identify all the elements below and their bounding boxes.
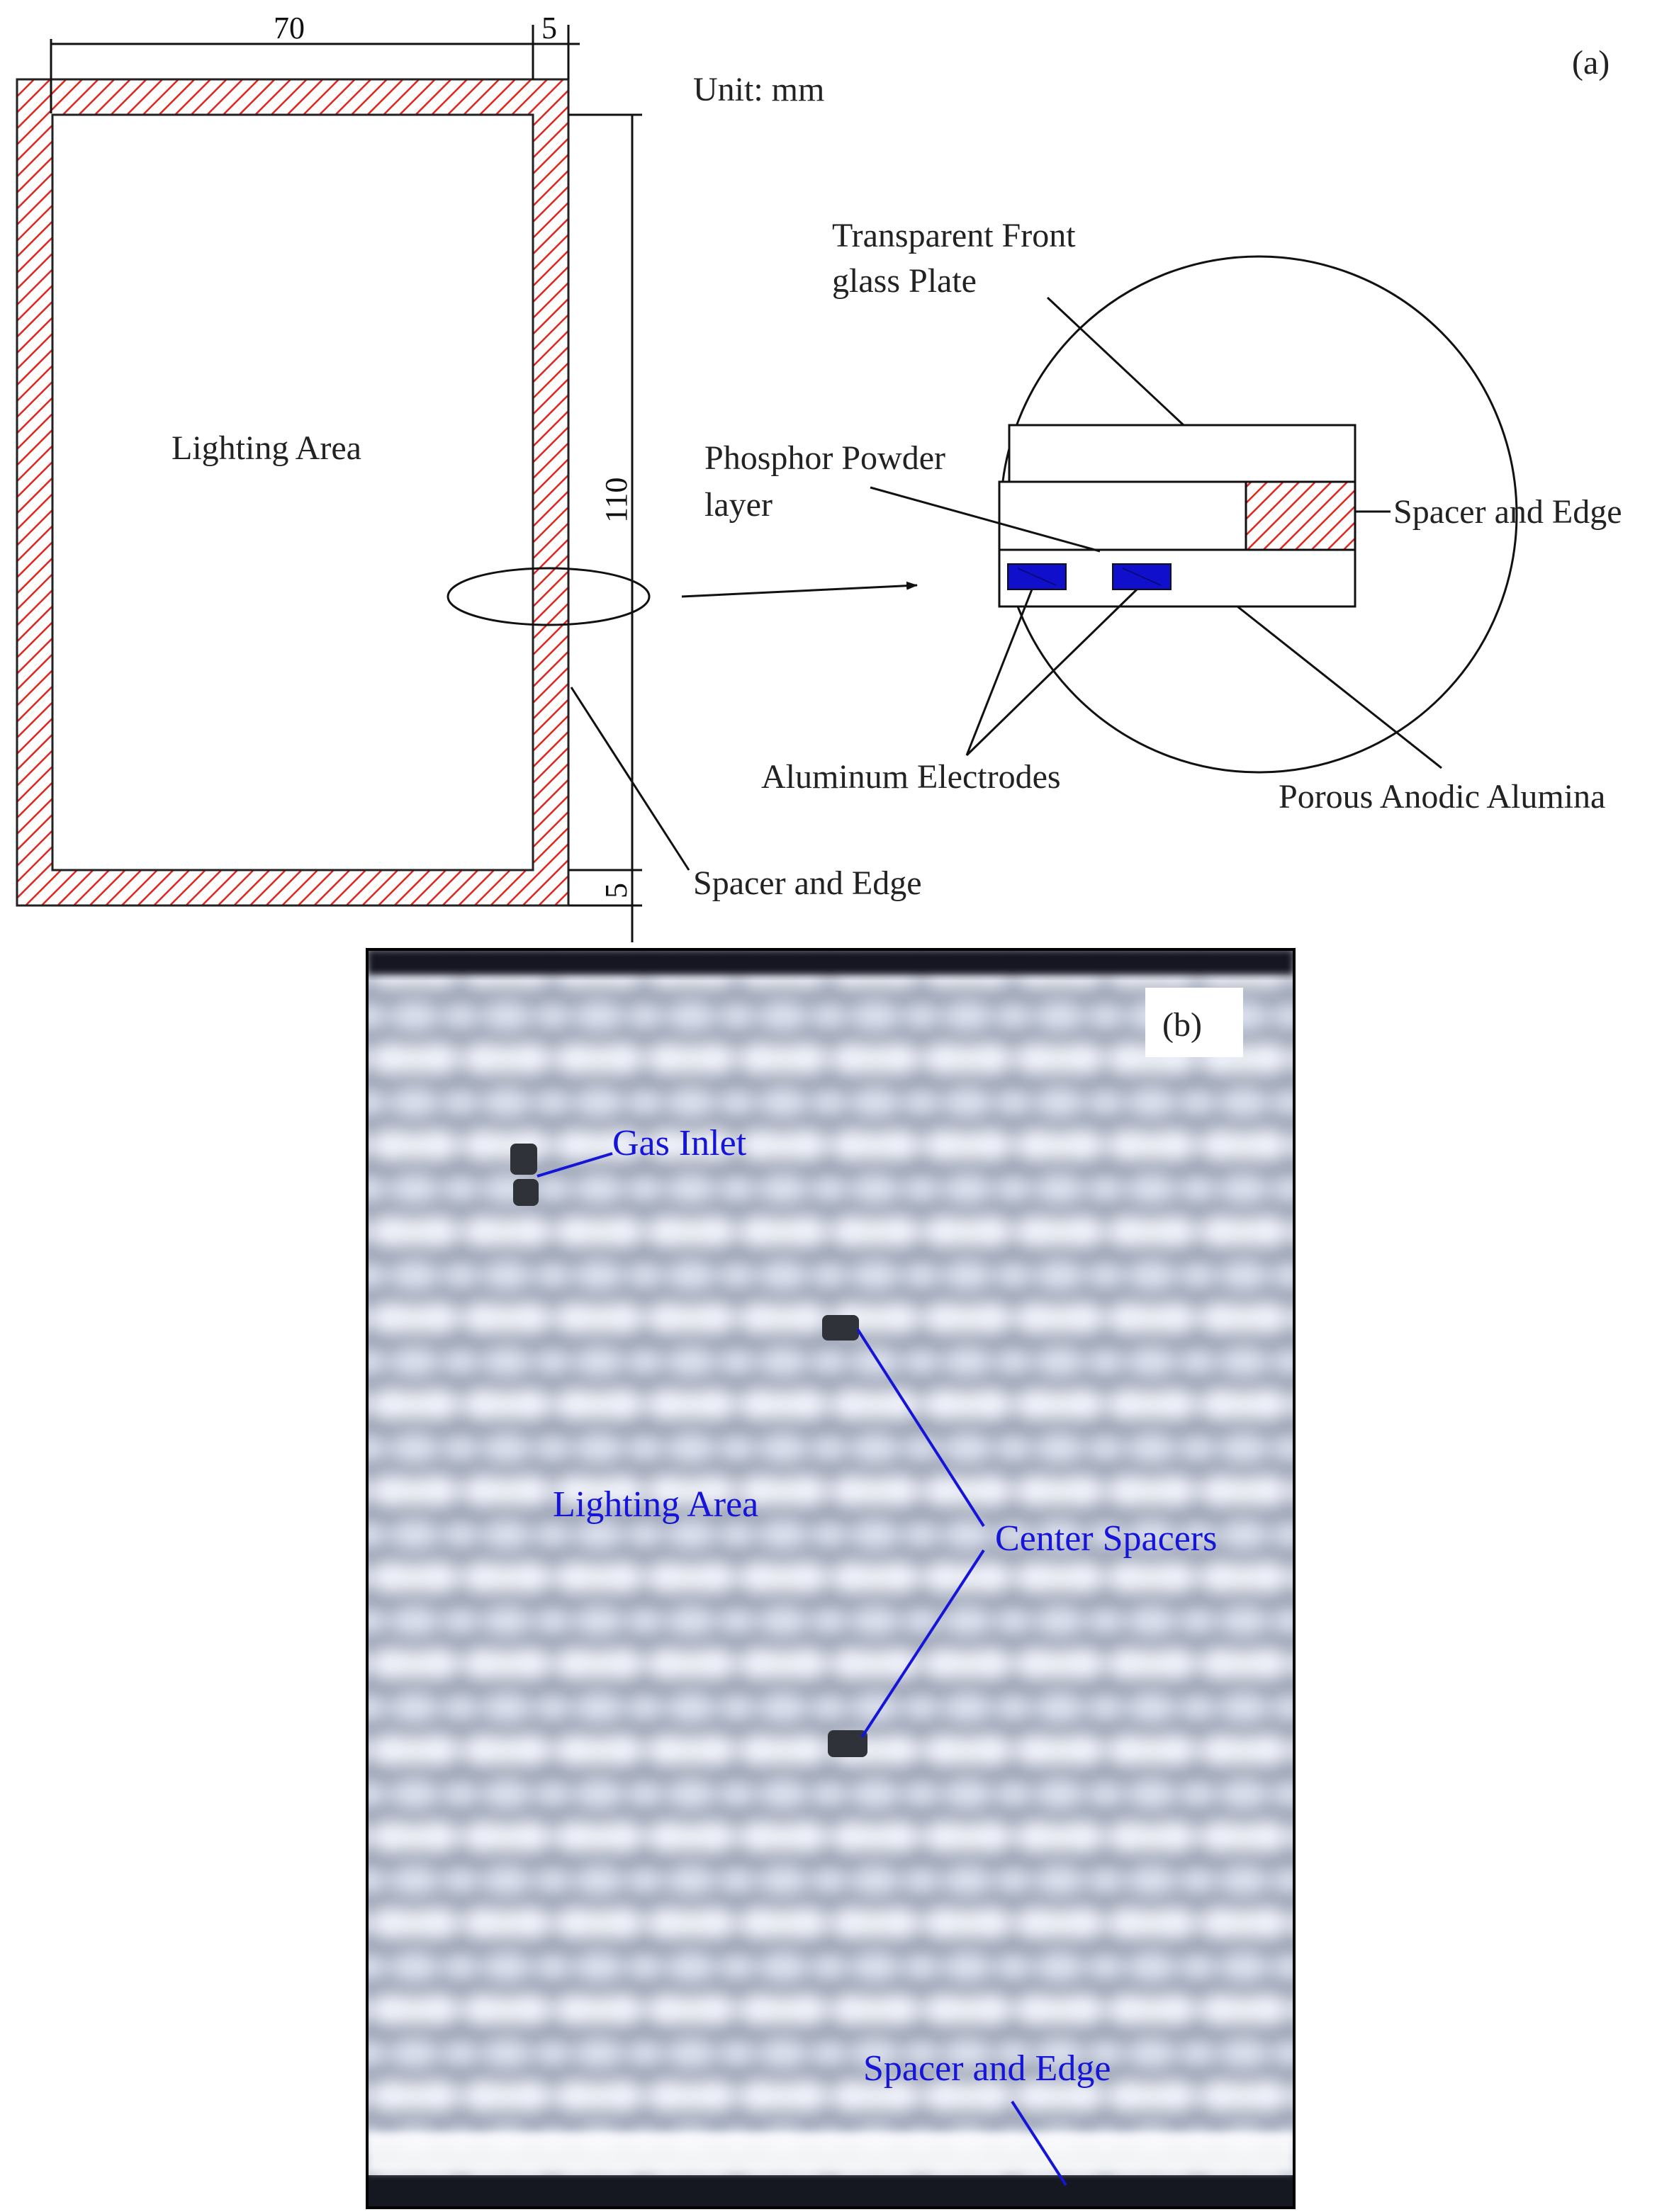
- display-frame: Lighting Area: [16, 78, 570, 907]
- panel-b: (b) Gas Inlet Lighting Area Center Space…: [366, 948, 1296, 2209]
- callout-arrow: [681, 581, 918, 598]
- dimensions: [50, 25, 642, 942]
- lighting-area-label: Lighting Area: [172, 429, 361, 467]
- center-spacer-1: [822, 1315, 859, 1341]
- dim-edge-5-top: 5: [541, 11, 557, 45]
- bottom-edge-glow: [367, 2133, 1294, 2172]
- dim-height-110: 110: [599, 478, 634, 523]
- panel-b-leaders: [537, 1152, 1067, 2186]
- phosphor-label-2: layer: [704, 486, 773, 524]
- phosphor-label-1: Phosphor Powder: [704, 439, 945, 477]
- panel-b-lighting-area-label: Lighting Area: [553, 1484, 758, 1525]
- detail-leaders: [870, 296, 1442, 769]
- detail-spacer-edge-label: Spacer and Edge: [1393, 493, 1622, 531]
- spacer-edge-leader: [570, 687, 690, 871]
- panel-b-tag: (b): [1162, 1006, 1202, 1044]
- spacer-edge-label: Spacer and Edge: [693, 864, 922, 902]
- gas-inlet-label: Gas Inlet: [612, 1123, 747, 1163]
- panel-a-tag: (a): [1572, 44, 1610, 81]
- cross-section-detail: [998, 255, 1518, 774]
- panel-b-spacer-edge-label: Spacer and Edge: [863, 2048, 1111, 2089]
- center-spacer-2: [828, 1730, 867, 1757]
- alumina-label: Porous Anodic Alumina: [1279, 778, 1605, 816]
- callout-ellipse: [446, 567, 651, 626]
- dim-width-70: 70: [274, 11, 305, 45]
- spacer-edge-block: [1245, 480, 1356, 551]
- dim-edge-5-bottom: 5: [599, 883, 634, 898]
- unit-label: Unit: mm: [693, 71, 824, 108]
- front-plate-label-2: glass Plate: [832, 262, 977, 300]
- center-spacers-label: Center Spacers: [995, 1518, 1217, 1559]
- front-glass-plate: [1008, 424, 1356, 483]
- electrodes-label: Aluminum Electrodes: [761, 758, 1061, 796]
- gas-inlet-spot: [510, 1144, 539, 1206]
- spacer-edge-frame: [16, 78, 570, 907]
- front-plate-label-1: Transparent Front: [832, 217, 1076, 254]
- panel-b-photo: [367, 949, 1294, 2208]
- panel-a: (a) Unit: mm Lighting Area 70 5 110 5: [16, 11, 1622, 942]
- panel-b-tag-box: [1145, 988, 1243, 1057]
